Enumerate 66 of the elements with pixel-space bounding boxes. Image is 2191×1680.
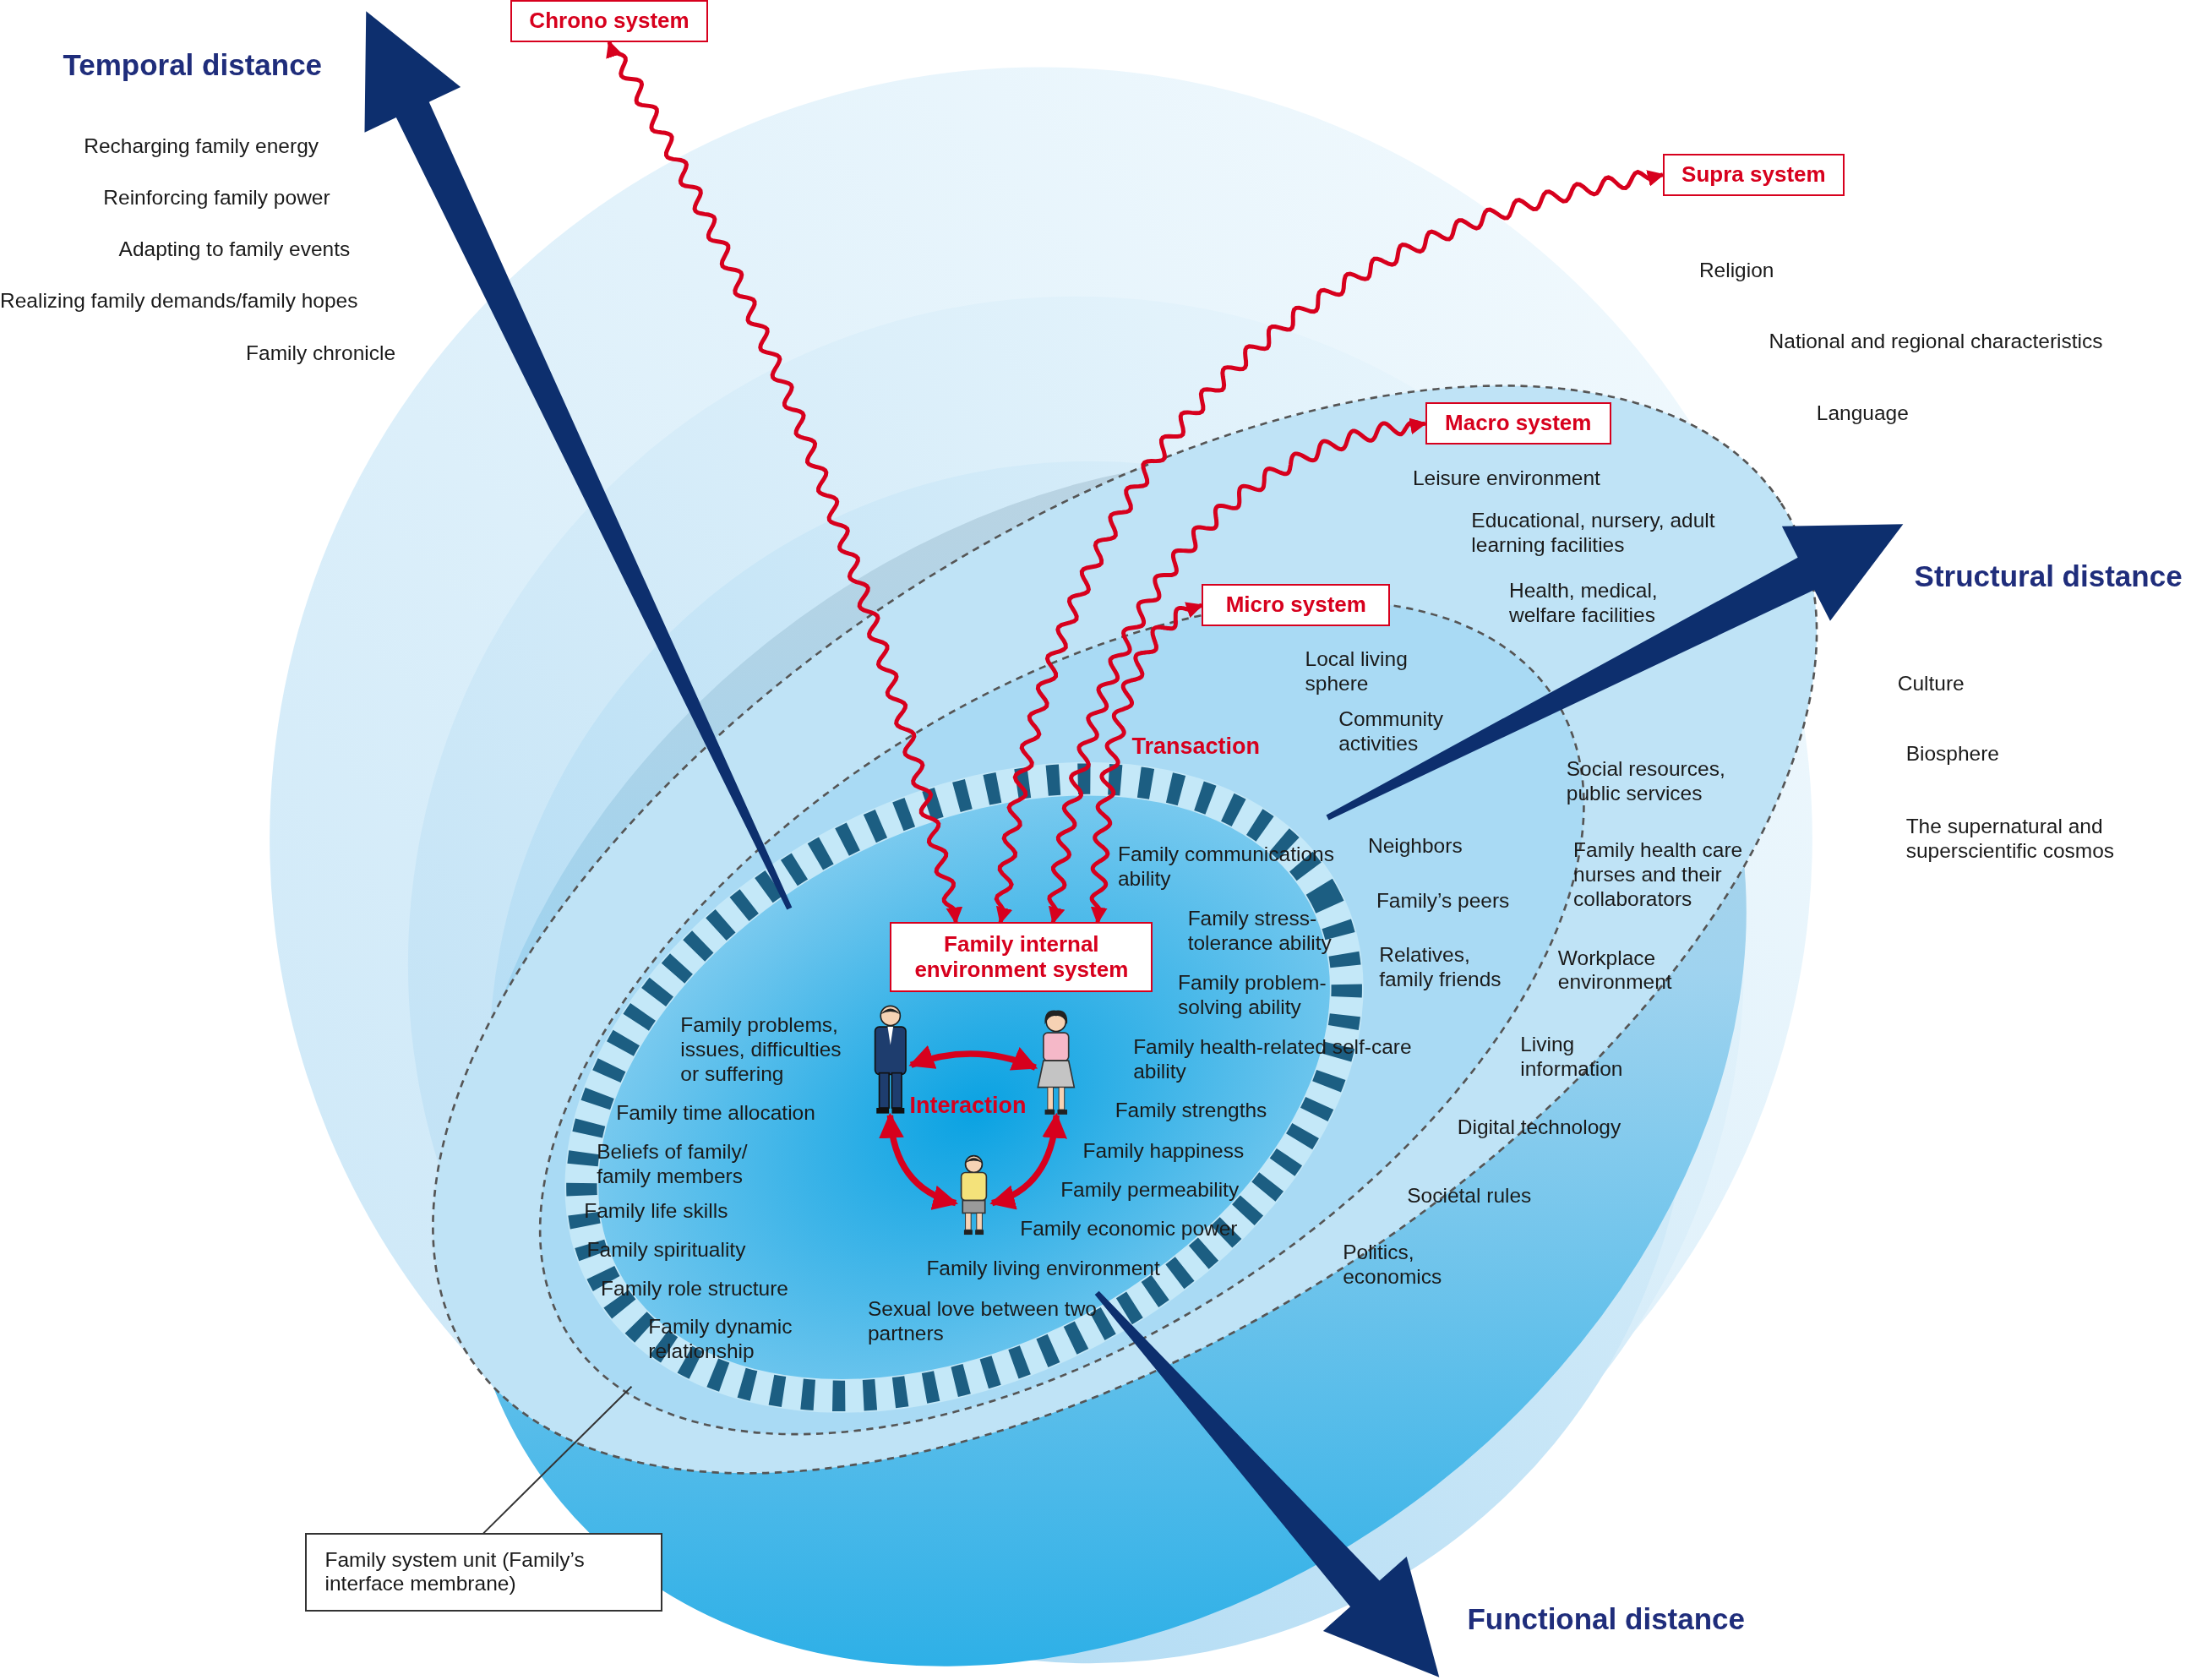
wavy-arrow [606,40,963,925]
interaction-arrow [989,1112,1067,1208]
factor-label: Social resources, public services [1566,757,1726,807]
system-box [1662,153,1845,196]
factor-label: Sexual love between two partners [867,1296,1098,1346]
factor-label: Family role structure [601,1277,788,1302]
factor-label: Family problems, issues, difficulties or suffering [680,1012,842,1087]
factor-label: Adapting to family events [118,237,351,263]
leader-line [482,1385,633,1535]
system-label: Chrono system [529,8,689,34]
factor-label: Religion [1698,258,1774,283]
factor-label: Workplace environment [1557,946,1673,995]
factor-label: Family happiness [1082,1138,1245,1164]
factor-label: Local living sphere [1305,646,1409,696]
factor-label: Family’s peers [1376,888,1510,914]
factor-label: Living information [1520,1033,1624,1082]
axis-title: Temporal distance [63,47,323,83]
factor-label: Community activities [1338,706,1445,756]
callout-box [304,1533,662,1612]
factor-label: Recharging family energy [84,134,319,159]
interaction-arrow [880,1112,958,1209]
callout-text: Family system unit (Family’s interface membrane) [324,1548,586,1596]
factor-label: Family chronicle [246,341,396,366]
arrow-caption: Transaction [1131,734,1261,761]
factor-label: Biosphere [1905,742,1999,766]
system-box [1202,584,1391,626]
system-box [890,922,1153,993]
factor-label: Family permeability [1060,1178,1240,1203]
factor-label: Family health-related self-care ability [1133,1035,1413,1085]
factor-label: Politics, economics [1343,1241,1443,1290]
axis-title: Functional distance [1467,1601,1746,1637]
factor-label: Relatives, family friends [1379,943,1502,993]
system-label: Family internal environment system [913,931,1130,983]
arrow-caption: Interaction [909,1093,1027,1121]
woman-figure-icon [1035,1008,1077,1115]
factor-label: Family problem-solving ability [1178,971,1327,1021]
factor-label: Family economic power [1020,1217,1238,1242]
factor-label: Family spirituality [586,1238,746,1263]
factor-label: Family time allocation [616,1101,815,1126]
factor-label: Language [1816,401,1909,426]
factor-label: Realizing family demands/family hopes [0,289,358,314]
factor-label: The supernatural and superscientific cosmos [1905,815,2116,864]
factor-label: Family communications ability [1117,843,1335,892]
factor-label: Family living environment [926,1256,1160,1281]
factor-label: Family dynamic relationship [648,1315,793,1364]
interaction-arrow [908,1045,1038,1072]
system-label: Micro system [1225,592,1366,618]
factor-label: Culture [1897,672,1965,697]
system-box [510,0,709,42]
factor-label: Reinforcing family power [103,185,330,210]
factor-label: Family health care nurses and their collaborators [1573,838,1744,912]
system-label: Supra system [1681,161,1826,188]
factor-label: Neighbors [1367,834,1463,859]
factor-label: Family life skills [584,1198,728,1224]
system-box [1425,402,1611,445]
factor-label: Health, medical, welfare facilities [1509,578,1659,628]
factor-label: Family strengths [1115,1098,1267,1123]
factor-label: Family stress-tolerance ability [1187,907,1333,957]
factor-label: Beliefs of family/ family members [597,1140,749,1190]
system-label: Macro system [1445,411,1592,436]
factor-label: Leisure environment [1412,466,1600,492]
factor-label: Educational, nursery, adult learning facilities [1471,508,1716,558]
factor-label: National and regional characteristics [1769,330,2103,355]
axis-title: Structural distance [1914,559,2183,594]
factor-label: Societal rules [1407,1183,1532,1208]
factor-label: Digital technology [1457,1115,1621,1140]
